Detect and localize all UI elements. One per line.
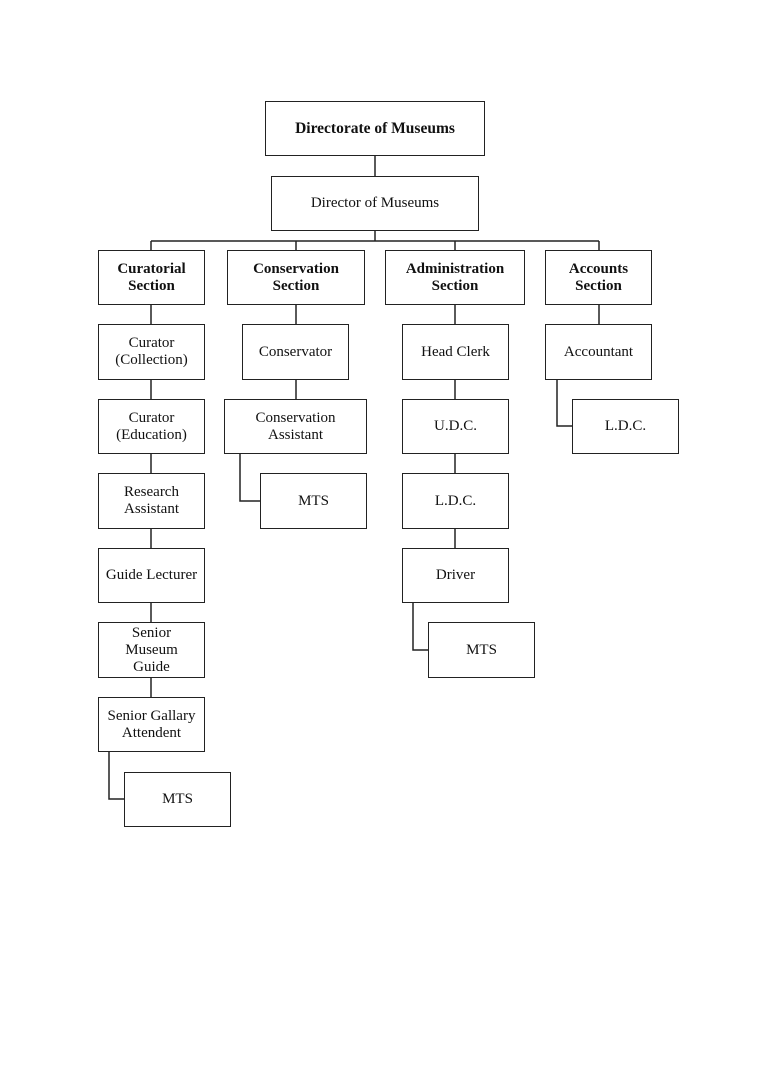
connector-elbow <box>108 751 124 800</box>
position-box: Accountant <box>545 324 652 380</box>
sub-position-box: MTS <box>428 622 535 678</box>
connector-elbow <box>556 379 572 427</box>
section-conservation: Conservation Section <box>227 250 365 305</box>
sub-position-box: MTS <box>124 772 231 827</box>
connector-elbow <box>239 453 260 502</box>
position-box: Curator (Education) <box>98 399 205 454</box>
position-box: L.D.C. <box>402 473 509 529</box>
connector-elbow <box>412 602 428 651</box>
section-administration: Administration Section <box>385 250 525 305</box>
position-box: Senior Gallary Attendent <box>98 697 205 752</box>
section-accounts: Accounts Section <box>545 250 652 305</box>
position-box: Research Assistant <box>98 473 205 529</box>
position-box: Senior Museum Guide <box>98 622 205 678</box>
position-box: Conservator <box>242 324 349 380</box>
sub-position-box: L.D.C. <box>572 399 679 454</box>
position-box: U.D.C. <box>402 399 509 454</box>
position-box: Conservation Assistant <box>224 399 367 454</box>
director-box: Director of Museums <box>271 176 479 231</box>
position-box: Curator (Collection) <box>98 324 205 380</box>
section-curatorial: Curatorial Section <box>98 250 205 305</box>
position-box: Head Clerk <box>402 324 509 380</box>
sub-position-box: MTS <box>260 473 367 529</box>
directorate-box: Directorate of Museums <box>265 101 485 156</box>
position-box: Guide Lecturer <box>98 548 205 603</box>
position-box: Driver <box>402 548 509 603</box>
